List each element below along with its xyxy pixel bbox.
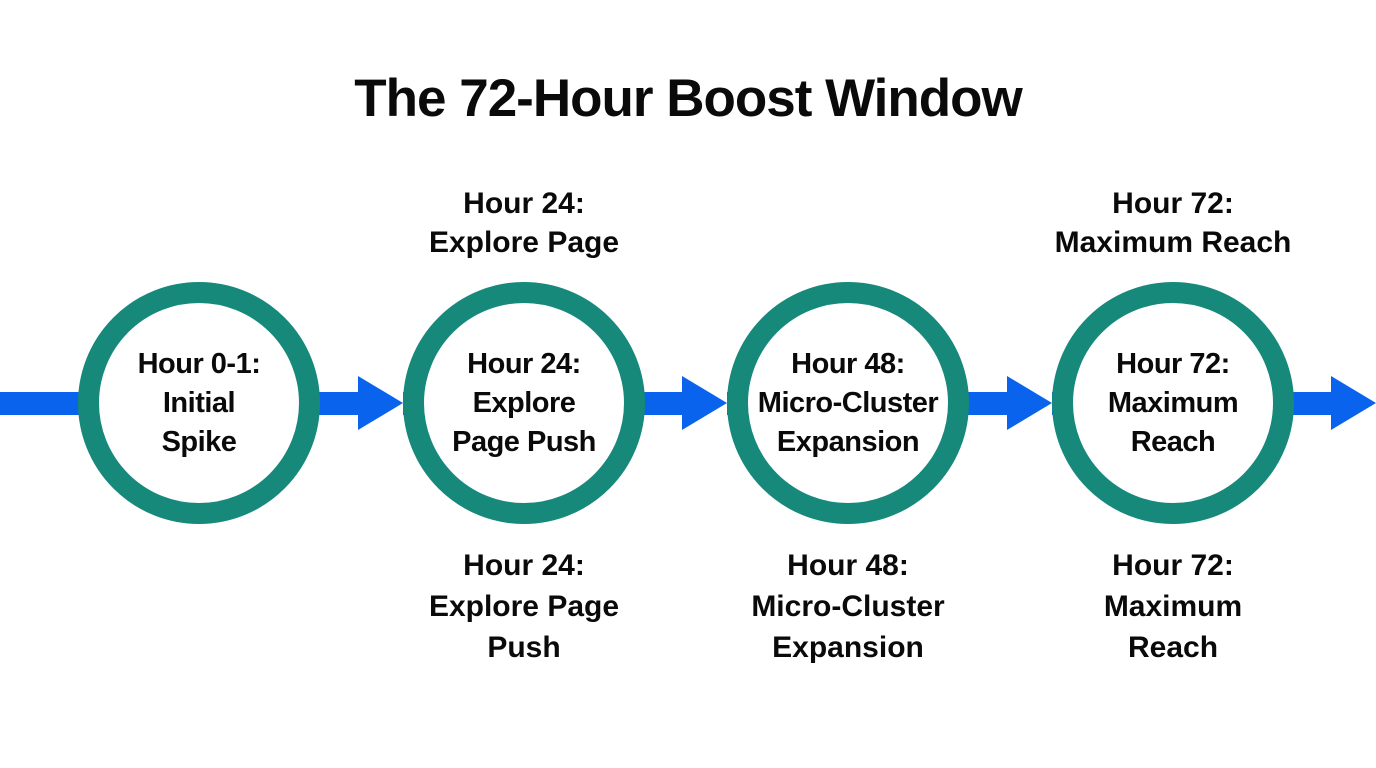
node-label: Hour 72: Maximum Reach: [1107, 347, 1239, 458]
node-label: Hour 48: Micro-Cluster Expansion: [757, 347, 939, 458]
arrow-right-icon: [682, 376, 727, 430]
timeline-node-hour-24: Hour 24: Explore Page Push: [403, 282, 645, 524]
arrow-right-icon: [1331, 376, 1376, 430]
node-label: Hour 24: Explore Page Push: [452, 347, 596, 458]
label-below-hour-72: Hour 72: Maximum Reach: [1103, 549, 1243, 664]
label-below-hour-24: Hour 24: Explore Page Push: [428, 549, 620, 664]
arrow-right-icon: [1007, 376, 1052, 430]
timeline-node-hour-0-1: Hour 0-1: Initial Spike: [78, 282, 320, 524]
arrow-right-icon: [358, 376, 403, 430]
timeline-node-hour-48: Hour 48: Micro-Cluster Expansion: [727, 282, 969, 524]
node-label: Hour 0-1: Initial Spike: [137, 347, 261, 458]
label-above-hour-24: Hour 24: Explore Page: [428, 187, 620, 259]
timeline-node-hour-72: Hour 72: Maximum Reach: [1052, 282, 1294, 524]
label-below-hour-48: Hour 48: Micro-Cluster Expansion: [751, 549, 945, 664]
label-above-hour-72: Hour 72: Maximum Reach: [1054, 187, 1292, 259]
page-title: The 72-Hour Boost Window: [354, 69, 1022, 128]
